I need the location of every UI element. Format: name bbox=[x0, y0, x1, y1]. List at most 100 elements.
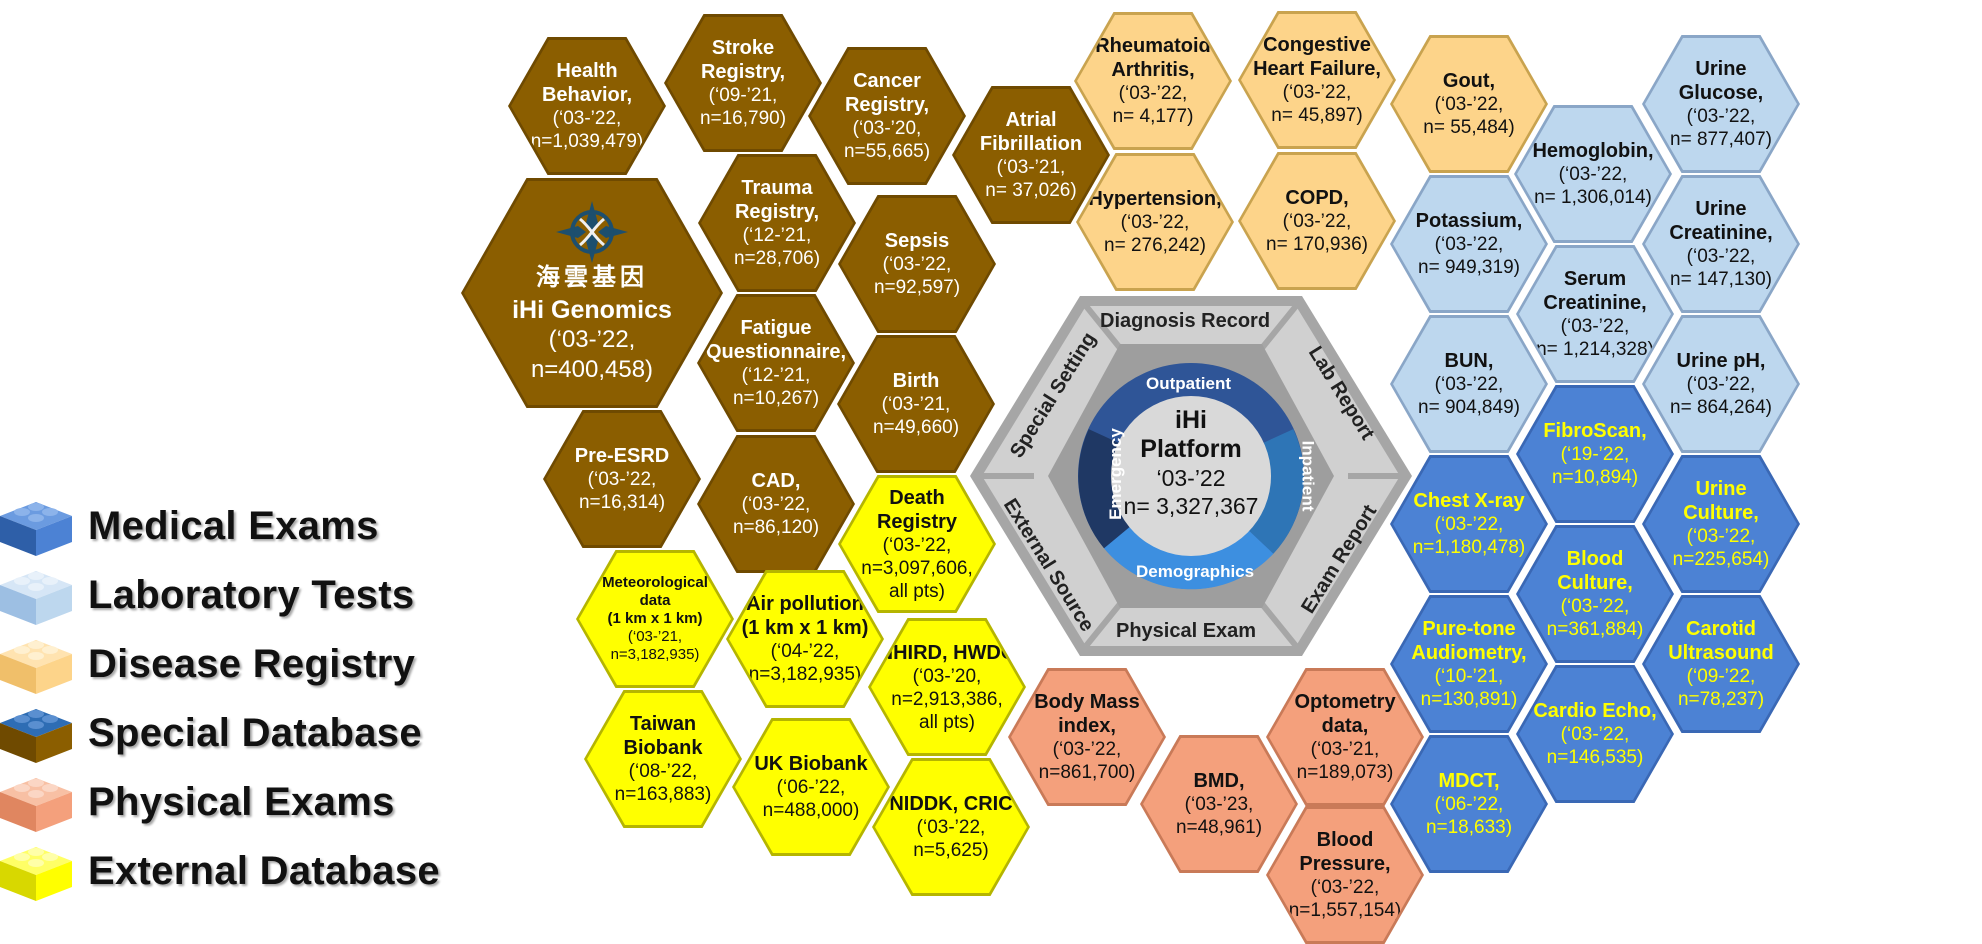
hex-detail: (‘03-’21, n=49,660) bbox=[872, 394, 960, 438]
hex-cancer-registry: Cancer Registry,(‘03-’20, n=55,665) bbox=[808, 47, 966, 185]
hex-pure-tone-audiometry: Pure-tone Audiometry,(‘10-’21, n=130,891… bbox=[1390, 595, 1548, 733]
legend-label: Medical Exams bbox=[88, 504, 379, 548]
hex-niddk-cric: NIDDK, CRIC(‘03-’22, n=5,625) bbox=[872, 758, 1030, 896]
hex-bmd: BMD,(‘03-’23, n=48,961) bbox=[1140, 735, 1298, 873]
lego-brick-icon bbox=[0, 847, 72, 901]
hex-body-mass-index: Body Mass index,(‘03-’22, n=861,700) bbox=[1008, 668, 1166, 806]
hex-title: COPD, bbox=[1285, 187, 1349, 209]
ring-label-outpatient: Outpatient bbox=[1146, 374, 1231, 393]
hex-chest-xray: Chest X-ray(‘03-’22, n=1,180,478) bbox=[1390, 455, 1548, 593]
legend-item-disease-registry: Disease Registry bbox=[0, 632, 460, 694]
hex-title: FibroScan, bbox=[1543, 420, 1647, 442]
hex-detail: (‘03-’22, n= 949,319) bbox=[1418, 234, 1520, 278]
legend-item-special-database: Special Database bbox=[0, 701, 460, 763]
hex-optometry-data: Optometry data,(‘03-’21, n=189,073) bbox=[1266, 668, 1424, 806]
hex-detail: (‘03-’22, n= 55,484) bbox=[1423, 94, 1515, 138]
genomics-chinese-name: 海雲基因 bbox=[536, 262, 648, 291]
hex-title: Trauma Registry, bbox=[734, 177, 820, 223]
hex-carotid-ultrasound: Carotid Ultrasound(‘09-’22, n=78,237) bbox=[1642, 595, 1800, 733]
hex-title: Health Behavior, bbox=[541, 60, 633, 106]
hex-stroke-registry: Stroke Registry,(‘09-’21, n=16,790) bbox=[664, 14, 822, 152]
hex-title: Rheumatoid Arthritis, bbox=[1095, 35, 1211, 81]
hex-nhird-hwdc: NHIRD, HWDC(‘03-’20, n=2,913,386, all pt… bbox=[868, 618, 1026, 756]
hex-congestive-heart-failure: Congestive Heart Failure,(‘03-’22, n= 45… bbox=[1238, 11, 1396, 149]
hex-blood-culture: Blood Culture,(‘03-’22, n=361,884) bbox=[1516, 525, 1674, 663]
hex-urine-glucose: Urine Glucose,(‘03-’22, n= 877,407) bbox=[1642, 35, 1800, 173]
hex-detail: (‘03-’22, n=361,884) bbox=[1546, 596, 1644, 640]
hex-sepsis: Sepsis(‘03-’22, n=92,597) bbox=[838, 195, 996, 333]
hex-detail: (‘06-’22, n=488,000) bbox=[762, 777, 860, 821]
lego-brick-icon bbox=[0, 709, 72, 763]
hex-fibroscan: FibroScan,(‘19-’22, n=10,894) bbox=[1516, 385, 1674, 523]
hex-title: BUN, bbox=[1444, 350, 1494, 372]
legend-label: Laboratory Tests bbox=[88, 573, 415, 617]
hex-taiwan-biobank: Taiwan Biobank(‘08-’22, n=163,883) bbox=[584, 690, 742, 828]
hex-title: Carotid Ultrasound bbox=[1668, 618, 1774, 664]
platform-years: ‘03-’22 bbox=[1156, 465, 1226, 491]
hex-title: Pre-ESRD bbox=[574, 445, 670, 467]
platform-count: n= 3,327,367 bbox=[1123, 493, 1259, 519]
hex-detail: (‘03-’22, n=5,625) bbox=[913, 817, 989, 861]
hex-cardio-echo: Cardio Echo,(‘03-’22, n=146,535) bbox=[1516, 665, 1674, 803]
hex-cad: CAD,(‘03-’22, n=86,120) bbox=[697, 435, 855, 573]
hex-trauma-registry: Trauma Registry,(‘12-’21, n=28,706) bbox=[698, 154, 856, 292]
legend-item-physical-exams: Physical Exams bbox=[0, 770, 460, 832]
ring-label-demographics: Demographics bbox=[1136, 562, 1255, 581]
hex-title: Congestive Heart Failure, bbox=[1253, 34, 1381, 80]
hex-hemoglobin: Hemoglobin,(‘03-’22, n= 1,306,014) bbox=[1514, 105, 1672, 243]
hex-serum-creatinine: Serum Creatinine,(‘03-’22, n= 1,214,328) bbox=[1516, 245, 1674, 383]
hex-pre-esrd: Pre-ESRD(‘03-’22, n=16,314) bbox=[543, 410, 701, 548]
hex-detail: (‘03-’22, n=1,039,479) bbox=[530, 108, 644, 152]
hex-title: NIDDK, CRIC bbox=[889, 793, 1013, 815]
ihi-platform-hub: Diagnosis Record Lab Report Exam Report … bbox=[970, 296, 1412, 656]
hex-title: Air pollution (1 km x 1 km) bbox=[741, 593, 869, 639]
hex-title: Chest X-ray bbox=[1413, 490, 1525, 512]
hex-title: Urine Glucose, bbox=[1678, 58, 1764, 104]
hex-detail: (‘04-’22, n=3,182,935) bbox=[748, 641, 862, 685]
hex-mdct: MDCT,(‘06-’22, n=18,633) bbox=[1390, 735, 1548, 873]
hex-title: Cancer Registry, bbox=[844, 70, 930, 116]
legend-label: Disease Registry bbox=[88, 642, 416, 686]
hex-title: Fatigue Questionnaire, bbox=[705, 317, 847, 363]
ihi-genomics-logo: 海雲基因 bbox=[536, 201, 648, 291]
hex-detail: (‘03-’22, n= 904,849) bbox=[1418, 374, 1520, 418]
hex-uk-biobank: UK Biobank(‘06-’22, n=488,000) bbox=[732, 718, 890, 856]
hex-detail: (‘03-’22, n= 864,264) bbox=[1670, 374, 1772, 418]
hex-detail: (‘03-’22, n= 1,306,014) bbox=[1534, 164, 1652, 208]
lego-brick-icon bbox=[0, 778, 72, 832]
hex-birth: Birth(‘03-’21, n=49,660) bbox=[837, 335, 995, 473]
ring-label-inpatient: Inpatient bbox=[1298, 440, 1318, 512]
platform-title: iHi Platform bbox=[1140, 406, 1242, 463]
hex-title: UK Biobank bbox=[754, 753, 868, 775]
hex-detail: (‘10-’21, n=130,891) bbox=[1420, 666, 1518, 710]
hex-title: MDCT, bbox=[1438, 770, 1500, 792]
hex-detail: (‘03-’22, n= 276,242) bbox=[1104, 212, 1206, 256]
hex-detail: (‘03-’22, n=861,700) bbox=[1038, 739, 1136, 783]
hex-detail: (‘03-’22, n=400,458) bbox=[530, 326, 654, 383]
hex-detail: (‘03-’21, n= 37,026) bbox=[985, 157, 1077, 201]
legend-item-medical-exams: Medical Exams bbox=[0, 494, 460, 556]
hex-title: Blood Culture, bbox=[1557, 548, 1633, 594]
hex-urine-creatinine: Urine Creatinine,(‘03-’22, n= 147,130) bbox=[1642, 175, 1800, 313]
hex-title: Urine Creatinine, bbox=[1669, 198, 1773, 244]
hex-title: BMD, bbox=[1193, 770, 1245, 792]
hex-title: Meteorological data (1 km x 1 km) bbox=[602, 574, 708, 627]
lego-brick-icon bbox=[0, 640, 72, 694]
hex-title: Hypertension, bbox=[1088, 188, 1222, 210]
hex-atrial-fibrillation: Atrial Fibrillation(‘03-’21, n= 37,026) bbox=[952, 86, 1110, 224]
hex-title: CAD, bbox=[751, 470, 801, 492]
hex-detail: (‘03-’22, n=1,180,478) bbox=[1412, 514, 1526, 558]
hex-title: Optometry data, bbox=[1294, 691, 1396, 737]
hex-title: Hemoglobin, bbox=[1532, 140, 1654, 162]
hex-title: Potassium, bbox=[1415, 210, 1523, 232]
hex-title: Serum Creatinine, bbox=[1543, 268, 1647, 314]
hex-urine-ph: Urine pH,(‘03-’22, n= 864,264) bbox=[1642, 315, 1800, 453]
hex-title: Birth bbox=[892, 370, 940, 392]
legend-label: Physical Exams bbox=[88, 780, 395, 824]
hex-detail: (‘03-’20, n=55,665) bbox=[843, 118, 931, 162]
hex-title: Stroke Registry, bbox=[700, 37, 786, 83]
hex-detail: (‘03-’22, n=146,535) bbox=[1546, 724, 1644, 768]
hex-title: Pure-tone Audiometry, bbox=[1411, 618, 1527, 664]
hex-detail: (‘08-’22, n=163,883) bbox=[614, 761, 712, 805]
hex-title: Urine Culture, bbox=[1683, 478, 1759, 524]
